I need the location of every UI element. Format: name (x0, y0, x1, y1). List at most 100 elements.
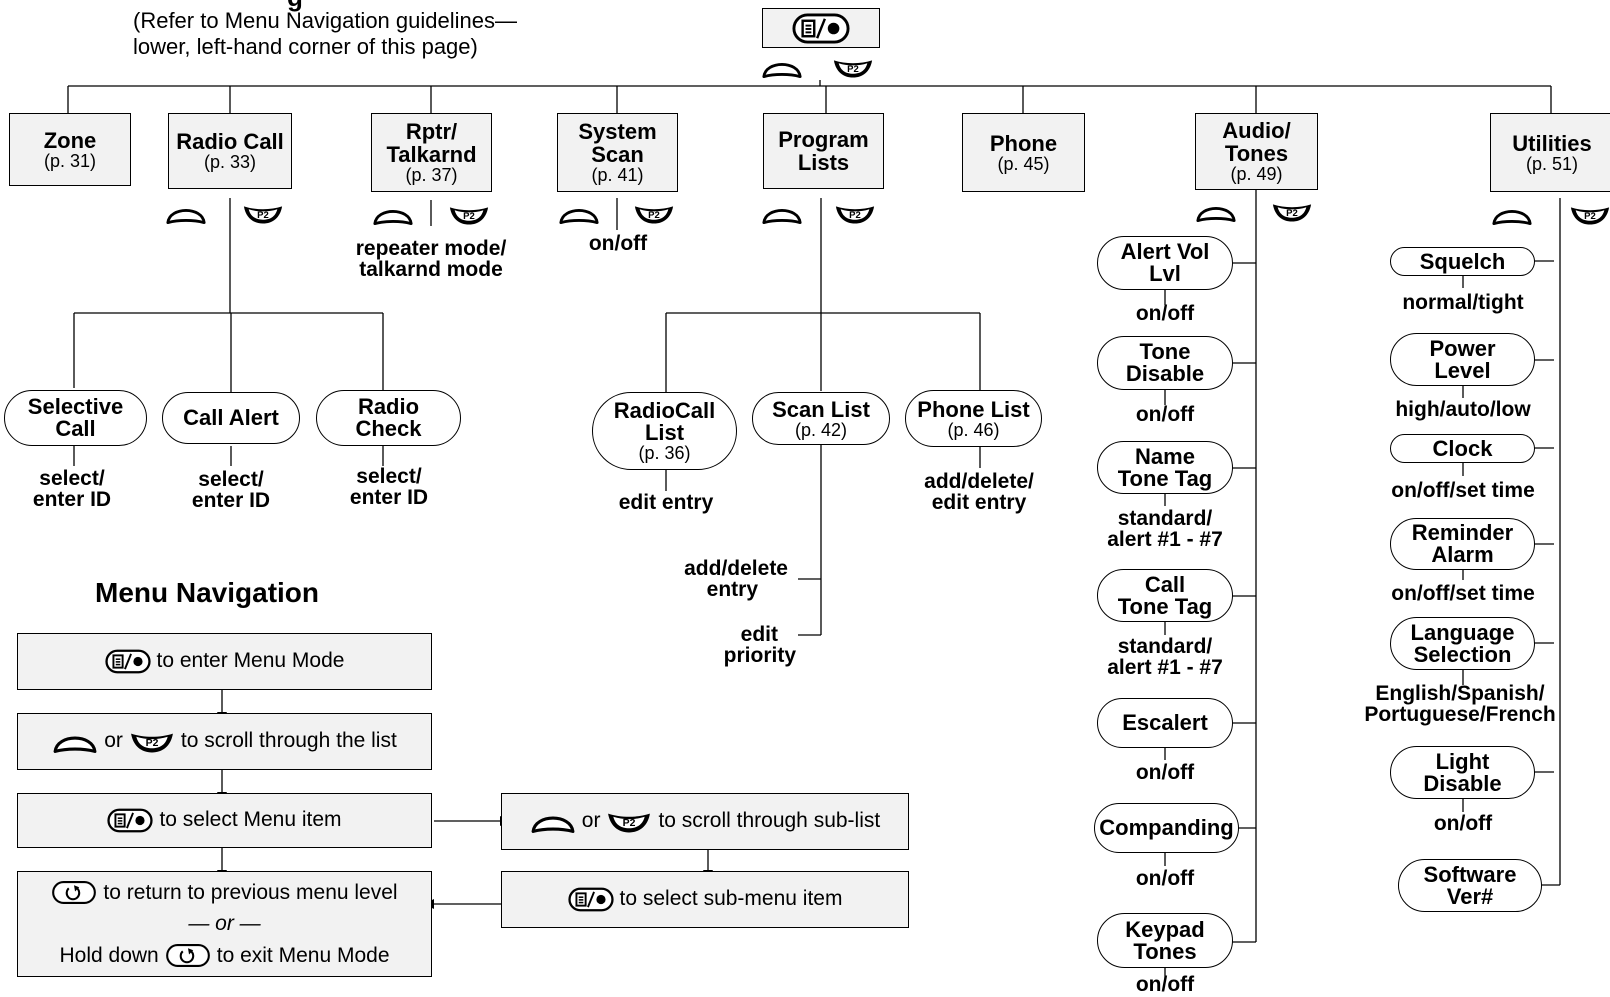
submenu-selective-call-line2: Call (55, 416, 96, 441)
submenu-scan-list-page: (p. 42) (794, 419, 848, 440)
utilities-item-power-level: Power Level (1390, 333, 1535, 386)
audio-item-tone-disable: Tone Disable (1097, 336, 1233, 390)
utilities-item-reminder-alarm: Reminder Alarm (1390, 518, 1535, 570)
menu-radio-call: Radio Call (p. 33) (168, 113, 292, 189)
audio-item-line2: Tones (1133, 938, 1197, 964)
utilities-item-line1: Clock (1432, 435, 1493, 461)
nav-step-select-item: to select Menu item (17, 793, 432, 848)
menu-root-box (762, 8, 880, 48)
svg-text:P2: P2 (463, 211, 475, 222)
svg-text:P2: P2 (1286, 208, 1298, 219)
menu-phone: Phone (p. 45) (962, 113, 1085, 192)
menu-system-scan-page: (p. 41) (591, 165, 644, 186)
nav-step-text: to select sub-menu item (619, 887, 843, 911)
p2-key-icon: P2 (129, 729, 175, 755)
radiocall-list-option: edit entry (618, 491, 714, 514)
utilities-item-option: on/off/set time (1391, 582, 1535, 605)
utilities-item-line1: Squelch (1419, 248, 1506, 274)
svg-text:P2: P2 (847, 64, 859, 75)
utilities-item-line1: Reminder (1411, 520, 1514, 545)
menu-select-key-icon (792, 13, 850, 44)
audio-item-line2: Lvl (1149, 261, 1181, 286)
utilities-item-option-line1: English/Spanish/ (1375, 682, 1545, 705)
utilities-item-language-selection: Language Selection (1390, 617, 1535, 670)
utilities-item-line1: Software (1423, 861, 1517, 887)
svg-text:P2: P2 (849, 210, 861, 221)
submenu-radiocall-list: RadioCall List (p. 36) (592, 392, 737, 470)
menu-program-lists-line1: Program (778, 126, 869, 152)
utilities-item-line1: Language (1410, 619, 1515, 645)
nav-or-divider: — or — (188, 912, 261, 936)
utilities-item-line2: Level (1434, 357, 1491, 383)
audio-item-name-tone-tag: Name Tone Tag (1097, 441, 1233, 494)
menu-zone-title: Zone (43, 127, 97, 153)
menu-radio-call-page: (p. 33) (203, 152, 257, 173)
menu-select-key-icon (104, 649, 151, 674)
audio-item-companding: Companding (1094, 803, 1239, 853)
nav-sub-select: to select sub-menu item (501, 871, 909, 928)
menu-phone-title: Phone (989, 130, 1058, 156)
utilities-item-option: on/off/set time (1391, 479, 1535, 502)
audio-item-option: on/off (1135, 761, 1195, 784)
rptr-option-line1: repeater mode/ (355, 237, 507, 260)
menu-utilities: Utilities (p. 51) (1490, 113, 1610, 192)
nav-step-prefix: Hold down (59, 943, 159, 967)
submenu-radiocall-list-line2: List (644, 420, 685, 445)
utilities-item-option: on/off (1433, 812, 1493, 835)
utilities-item-line2: Ver# (1446, 883, 1494, 909)
scroll-up-key-icon (761, 202, 803, 226)
audio-item-line2: Tone Tag (1117, 593, 1213, 619)
menu-system-scan: System Scan (p. 41) (557, 113, 678, 192)
call-alert-option-line2: enter ID (191, 489, 271, 512)
utilities-item-option: normal/tight (1402, 291, 1524, 314)
p2-key-icon: P2 (633, 202, 675, 226)
svg-text:P2: P2 (648, 210, 660, 221)
selective-call-option-line1: select/ (39, 467, 105, 490)
call-alert-option-line1: select/ (198, 468, 264, 491)
svg-text:P2: P2 (145, 738, 158, 749)
menu-navigation-title: Menu Navigation (95, 577, 320, 608)
utilities-item-line2: Selection (1413, 641, 1512, 667)
svg-text:P2: P2 (623, 818, 636, 829)
nav-sub-scroll: or P2 to scroll through sub-list (501, 793, 909, 850)
p2-key-icon: P2 (1271, 200, 1313, 224)
scroll-up-key-icon (530, 809, 576, 835)
utilities-item-software-ver: Software Ver# (1398, 859, 1542, 912)
p2-key-icon: P2 (832, 56, 874, 80)
audio-item-option: on/off (1135, 973, 1195, 996)
audio-item-line1: Escalert (1122, 710, 1208, 735)
menu-audio-line1: Audio/ (1222, 117, 1291, 143)
menu-utilities-page: (p. 51) (1525, 153, 1579, 174)
audio-item-line1: Companding (1099, 815, 1234, 840)
menu-system-scan-line1: System (578, 118, 657, 144)
radio-check-option-line2: enter ID (349, 486, 429, 509)
nav-step-enter-menu: to enter Menu Mode (17, 633, 432, 690)
audio-item-line1: Name (1135, 443, 1195, 469)
audio-item-option: on/off (1135, 403, 1195, 426)
home-return-key-icon (51, 880, 97, 905)
scroll-up-key-icon (372, 203, 414, 227)
menu-program-lists: Program Lists (763, 113, 884, 189)
nav-step-text: to return to previous menu level (103, 880, 398, 904)
audio-item-alert-vol-lvl: Alert Vol Lvl (1097, 236, 1233, 290)
menu-rptr-line1: Rptr/ (405, 118, 458, 144)
selective-call-option-line2: enter ID (32, 488, 112, 511)
menu-phone-page: (p. 45) (997, 153, 1050, 174)
submenu-phone-list-line1: Phone List (917, 396, 1030, 422)
menu-select-key-icon (567, 887, 614, 912)
audio-item-line2: Disable (1125, 361, 1205, 386)
menu-program-lists-line2: Lists (797, 150, 850, 175)
scroll-up-key-icon (761, 56, 803, 80)
phone-list-option-line1: add/delete/ (924, 470, 1034, 493)
scroll-up-key-icon (165, 202, 207, 226)
p2-key-icon: P2 (448, 203, 490, 227)
submenu-radio-check-line2: Check (355, 416, 422, 441)
rptr-option-line2: talkarnd mode (359, 258, 503, 281)
header-note-line1: (Refer to Menu Navigation guidelines— (133, 8, 517, 33)
audio-item-option: on/off (1135, 302, 1195, 325)
scan-list-option2-line1: edit (740, 623, 778, 646)
utilities-item-line2: Disable (1423, 770, 1502, 796)
scroll-up-key-icon (1195, 200, 1237, 224)
menu-rptr-page: (p. 37) (405, 165, 458, 186)
